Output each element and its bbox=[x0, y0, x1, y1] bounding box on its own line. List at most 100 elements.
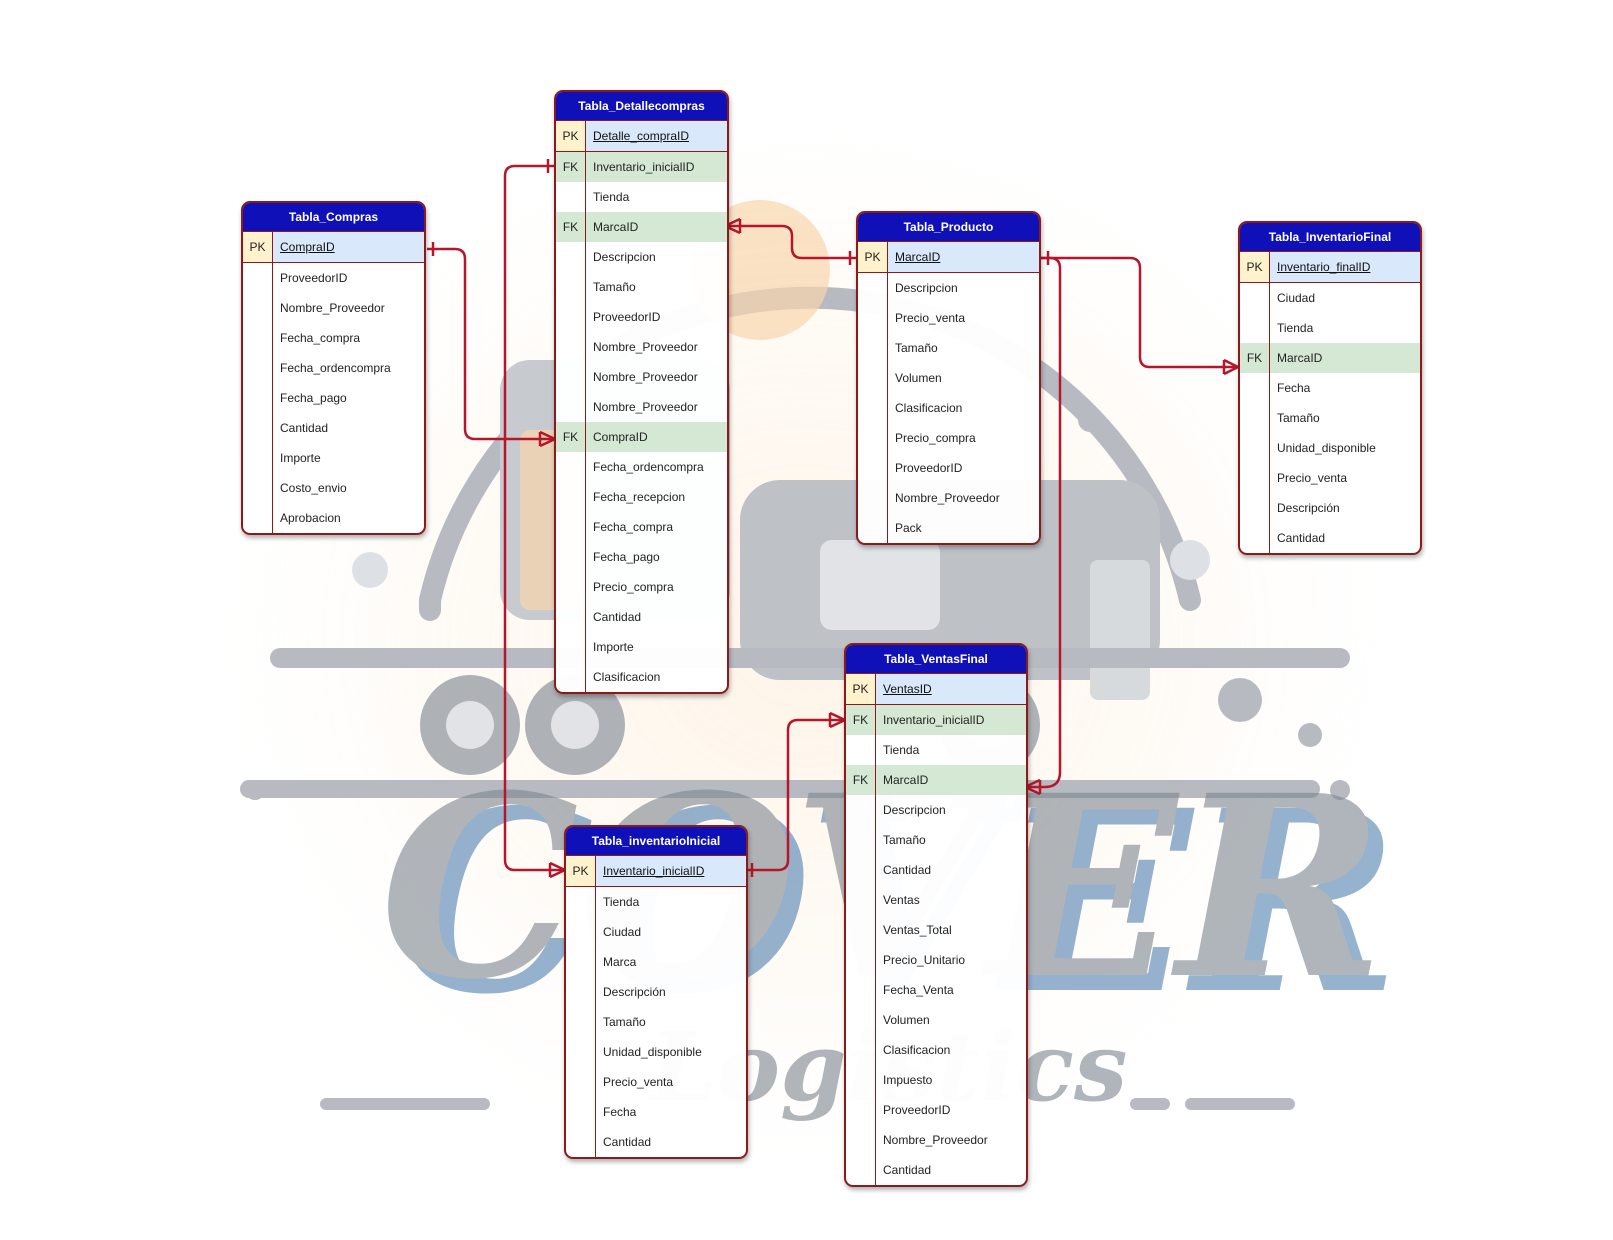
field-name: Unidad_disponible bbox=[1277, 441, 1376, 455]
table-row[interactable]: Ciudad bbox=[566, 917, 746, 947]
table-row[interactable]: Fecha bbox=[566, 1097, 746, 1127]
table-row[interactable]: Cantidad bbox=[566, 1127, 746, 1157]
key-badge: FK bbox=[556, 422, 586, 452]
table-row[interactable]: Tienda bbox=[1240, 313, 1420, 343]
table-row[interactable]: Nombre_Proveedor bbox=[556, 362, 727, 392]
table-row[interactable]: Fecha_pago bbox=[556, 542, 727, 572]
table-row[interactable]: Fecha_Venta bbox=[846, 975, 1026, 1005]
table-row[interactable]: Precio_compra bbox=[556, 572, 727, 602]
table-row[interactable]: Cantidad bbox=[846, 855, 1026, 885]
table-row[interactable]: Unidad_disponible bbox=[1240, 433, 1420, 463]
table-row[interactable]: Descripcion bbox=[858, 273, 1039, 303]
table-row[interactable]: Importe bbox=[243, 443, 424, 473]
table-row[interactable]: Nombre_Proveedor bbox=[846, 1125, 1026, 1155]
table-row[interactable]: Fecha_compra bbox=[556, 512, 727, 542]
table-row[interactable]: ProveedorID bbox=[846, 1095, 1026, 1125]
table-row[interactable]: Tienda bbox=[566, 887, 746, 917]
field-name: Fecha_compra bbox=[280, 331, 361, 345]
table-row[interactable]: Clasificacion bbox=[556, 662, 727, 692]
table-row[interactable]: Tienda bbox=[846, 735, 1026, 765]
table-row[interactable]: Impuesto bbox=[846, 1065, 1026, 1095]
table-row[interactable]: Nombre_Proveedor bbox=[556, 332, 727, 362]
table-row[interactable]: Ventas bbox=[846, 885, 1026, 915]
table-row[interactable]: ProveedorID bbox=[556, 302, 727, 332]
key-badge bbox=[846, 795, 876, 825]
table-row[interactable]: ProveedorID bbox=[243, 263, 424, 293]
table-row[interactable]: Fecha_compra bbox=[243, 323, 424, 353]
table-row[interactable]: Fecha_recepcion bbox=[556, 482, 727, 512]
table-row[interactable]: Clasificacion bbox=[846, 1035, 1026, 1065]
table-row[interactable]: Ciudad bbox=[1240, 283, 1420, 313]
table-row[interactable]: Precio_Unitario bbox=[846, 945, 1026, 975]
table-row[interactable]: Precio_venta bbox=[566, 1067, 746, 1097]
table-row[interactable]: Descripción bbox=[1240, 493, 1420, 523]
key-badge bbox=[566, 977, 596, 1007]
field-name: Cantidad bbox=[280, 421, 329, 435]
table-row[interactable]: Cantidad bbox=[556, 602, 727, 632]
table-row[interactable]: Precio_venta bbox=[858, 303, 1039, 333]
field-name: MarcaID bbox=[883, 773, 929, 787]
table-row[interactable]: Costo_envio bbox=[243, 473, 424, 503]
table-row[interactable]: Precio_compra bbox=[858, 423, 1039, 453]
key-badge bbox=[858, 423, 888, 453]
table-row[interactable]: Tamaño bbox=[566, 1007, 746, 1037]
table-row[interactable]: Cantidad bbox=[1240, 523, 1420, 553]
table-row[interactable]: Unidad_disponible bbox=[566, 1037, 746, 1067]
table-row[interactable]: Nombre_Proveedor bbox=[858, 483, 1039, 513]
key-badge: PK bbox=[566, 856, 596, 886]
field-name: Cantidad bbox=[883, 1163, 932, 1177]
key-badge: FK bbox=[846, 705, 876, 735]
table-row[interactable]: Fecha_ordencompra bbox=[556, 452, 727, 482]
table-row[interactable]: Nombre_Proveedor bbox=[556, 392, 727, 422]
field-name: Tamaño bbox=[1277, 411, 1320, 425]
table-row[interactable]: Descripcion bbox=[556, 242, 727, 272]
table-row[interactable]: Fecha_pago bbox=[243, 383, 424, 413]
table-row[interactable]: Tienda bbox=[556, 182, 727, 212]
key-badge: PK bbox=[1240, 252, 1270, 282]
table-row[interactable]: ProveedorID bbox=[858, 453, 1039, 483]
table-row[interactable]: Tamaño bbox=[846, 825, 1026, 855]
table-row[interactable]: Volumen bbox=[846, 1005, 1026, 1035]
table-row[interactable]: Tamaño bbox=[1240, 403, 1420, 433]
field-name: Precio_venta bbox=[603, 1075, 674, 1089]
table-row[interactable]: Volumen bbox=[858, 363, 1039, 393]
table-row[interactable]: Descripción bbox=[566, 977, 746, 1007]
table-row[interactable]: Tamaño bbox=[556, 272, 727, 302]
table-row[interactable]: Marca bbox=[566, 947, 746, 977]
table-row[interactable]: Precio_venta bbox=[1240, 463, 1420, 493]
table-row[interactable]: Clasificacion bbox=[858, 393, 1039, 423]
table-row[interactable]: Nombre_Proveedor bbox=[243, 293, 424, 323]
key-badge bbox=[556, 392, 586, 422]
field-name: Volumen bbox=[895, 371, 942, 385]
table-row[interactable]: Fecha bbox=[1240, 373, 1420, 403]
table-row[interactable]: Fecha_ordencompra bbox=[243, 353, 424, 383]
table-row[interactable]: Pack bbox=[858, 513, 1039, 543]
table-row[interactable]: Tamaño bbox=[858, 333, 1039, 363]
table-row[interactable]: Importe bbox=[556, 632, 727, 662]
table-row[interactable]: Ventas_Total bbox=[846, 915, 1026, 945]
table-row[interactable]: Aprobacion bbox=[243, 503, 424, 533]
table-row[interactable]: Cantidad bbox=[243, 413, 424, 443]
field-name: VentasID bbox=[883, 682, 932, 696]
table-row[interactable]: Descripcion bbox=[846, 795, 1026, 825]
table-row[interactable]: Cantidad bbox=[846, 1155, 1026, 1185]
key-badge: FK bbox=[556, 212, 586, 242]
